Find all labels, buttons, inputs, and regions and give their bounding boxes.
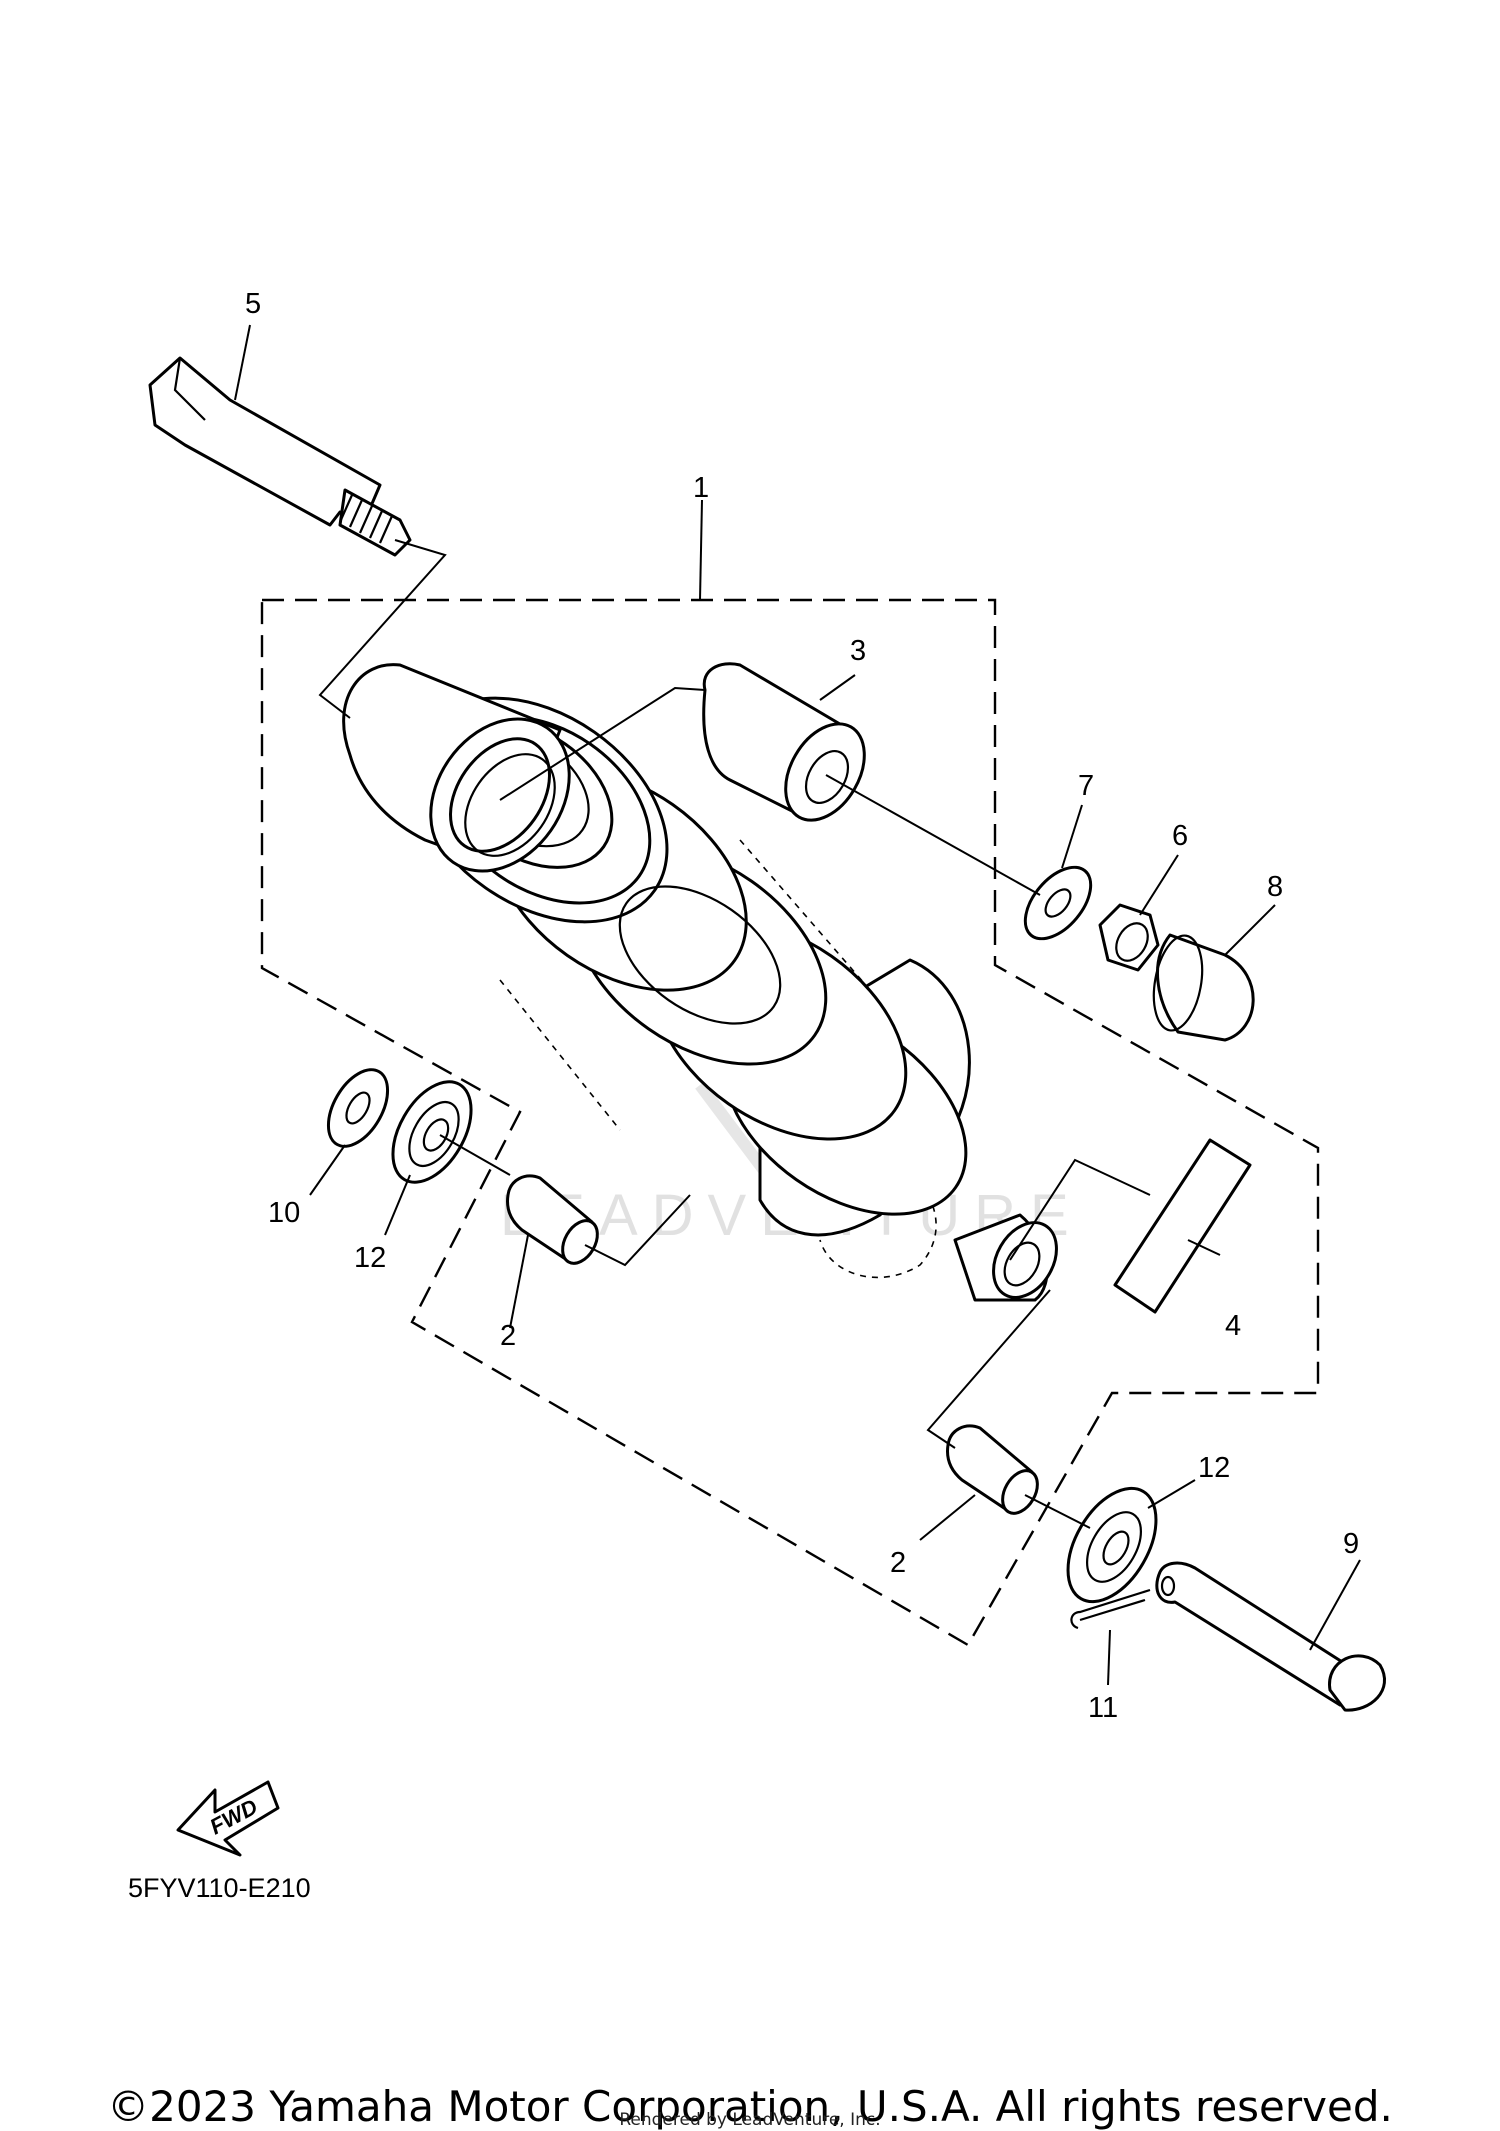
nut-part-6	[1098, 903, 1160, 972]
leader-lines	[234, 324, 1361, 1686]
rear-shock-absorber	[342, 663, 1058, 1302]
assembly-boundary	[260, 598, 1320, 1647]
callout-5: 5	[245, 288, 261, 320]
callout-12-right: 12	[1198, 1452, 1230, 1484]
callout-9: 9	[1343, 1528, 1359, 1560]
washer-part-10	[326, 1068, 390, 1148]
diagram-code: 5FYV110-E210	[128, 1873, 311, 1903]
collar-part-3	[702, 662, 866, 822]
pin-part-9	[1155, 1561, 1387, 1712]
label-part-4	[1113, 1138, 1252, 1314]
bolt-part-5	[148, 356, 412, 557]
callout-2-right: 2	[890, 1547, 906, 1579]
callout-8: 8	[1267, 871, 1283, 903]
rendered-by-credit: Rendered by LeadVenture, Inc.	[619, 2110, 881, 2130]
forward-arrow-icon: FWD	[176, 1780, 280, 1857]
oil-seal-part-12-right	[1066, 1486, 1158, 1604]
copyright-notice: ©2023 Yamaha Motor Corporation, U.S.A. A…	[107, 2082, 1393, 2131]
callout-6: 6	[1172, 820, 1188, 852]
callout-7: 7	[1078, 770, 1094, 802]
cap-part-8	[1152, 933, 1255, 1042]
collar-part-2-right	[946, 1424, 1039, 1515]
collar-part-2-left	[506, 1174, 599, 1265]
callout-3: 3	[850, 635, 866, 667]
callout-10: 10	[268, 1197, 300, 1229]
cotter-pin-part-11	[1070, 1588, 1151, 1630]
callout-12-left: 12	[354, 1242, 386, 1274]
washer-part-7	[1023, 865, 1093, 941]
callout-11: 11	[1088, 1692, 1118, 1724]
callout-4: 4	[1225, 1310, 1241, 1342]
callout-1: 1	[693, 472, 709, 504]
callouts: 1 5 3 7 6 8 4 10 12 2 2 12 9 11	[245, 288, 1359, 1724]
oil-seal-part-12-left	[391, 1080, 473, 1184]
callout-2-left: 2	[500, 1320, 516, 1352]
